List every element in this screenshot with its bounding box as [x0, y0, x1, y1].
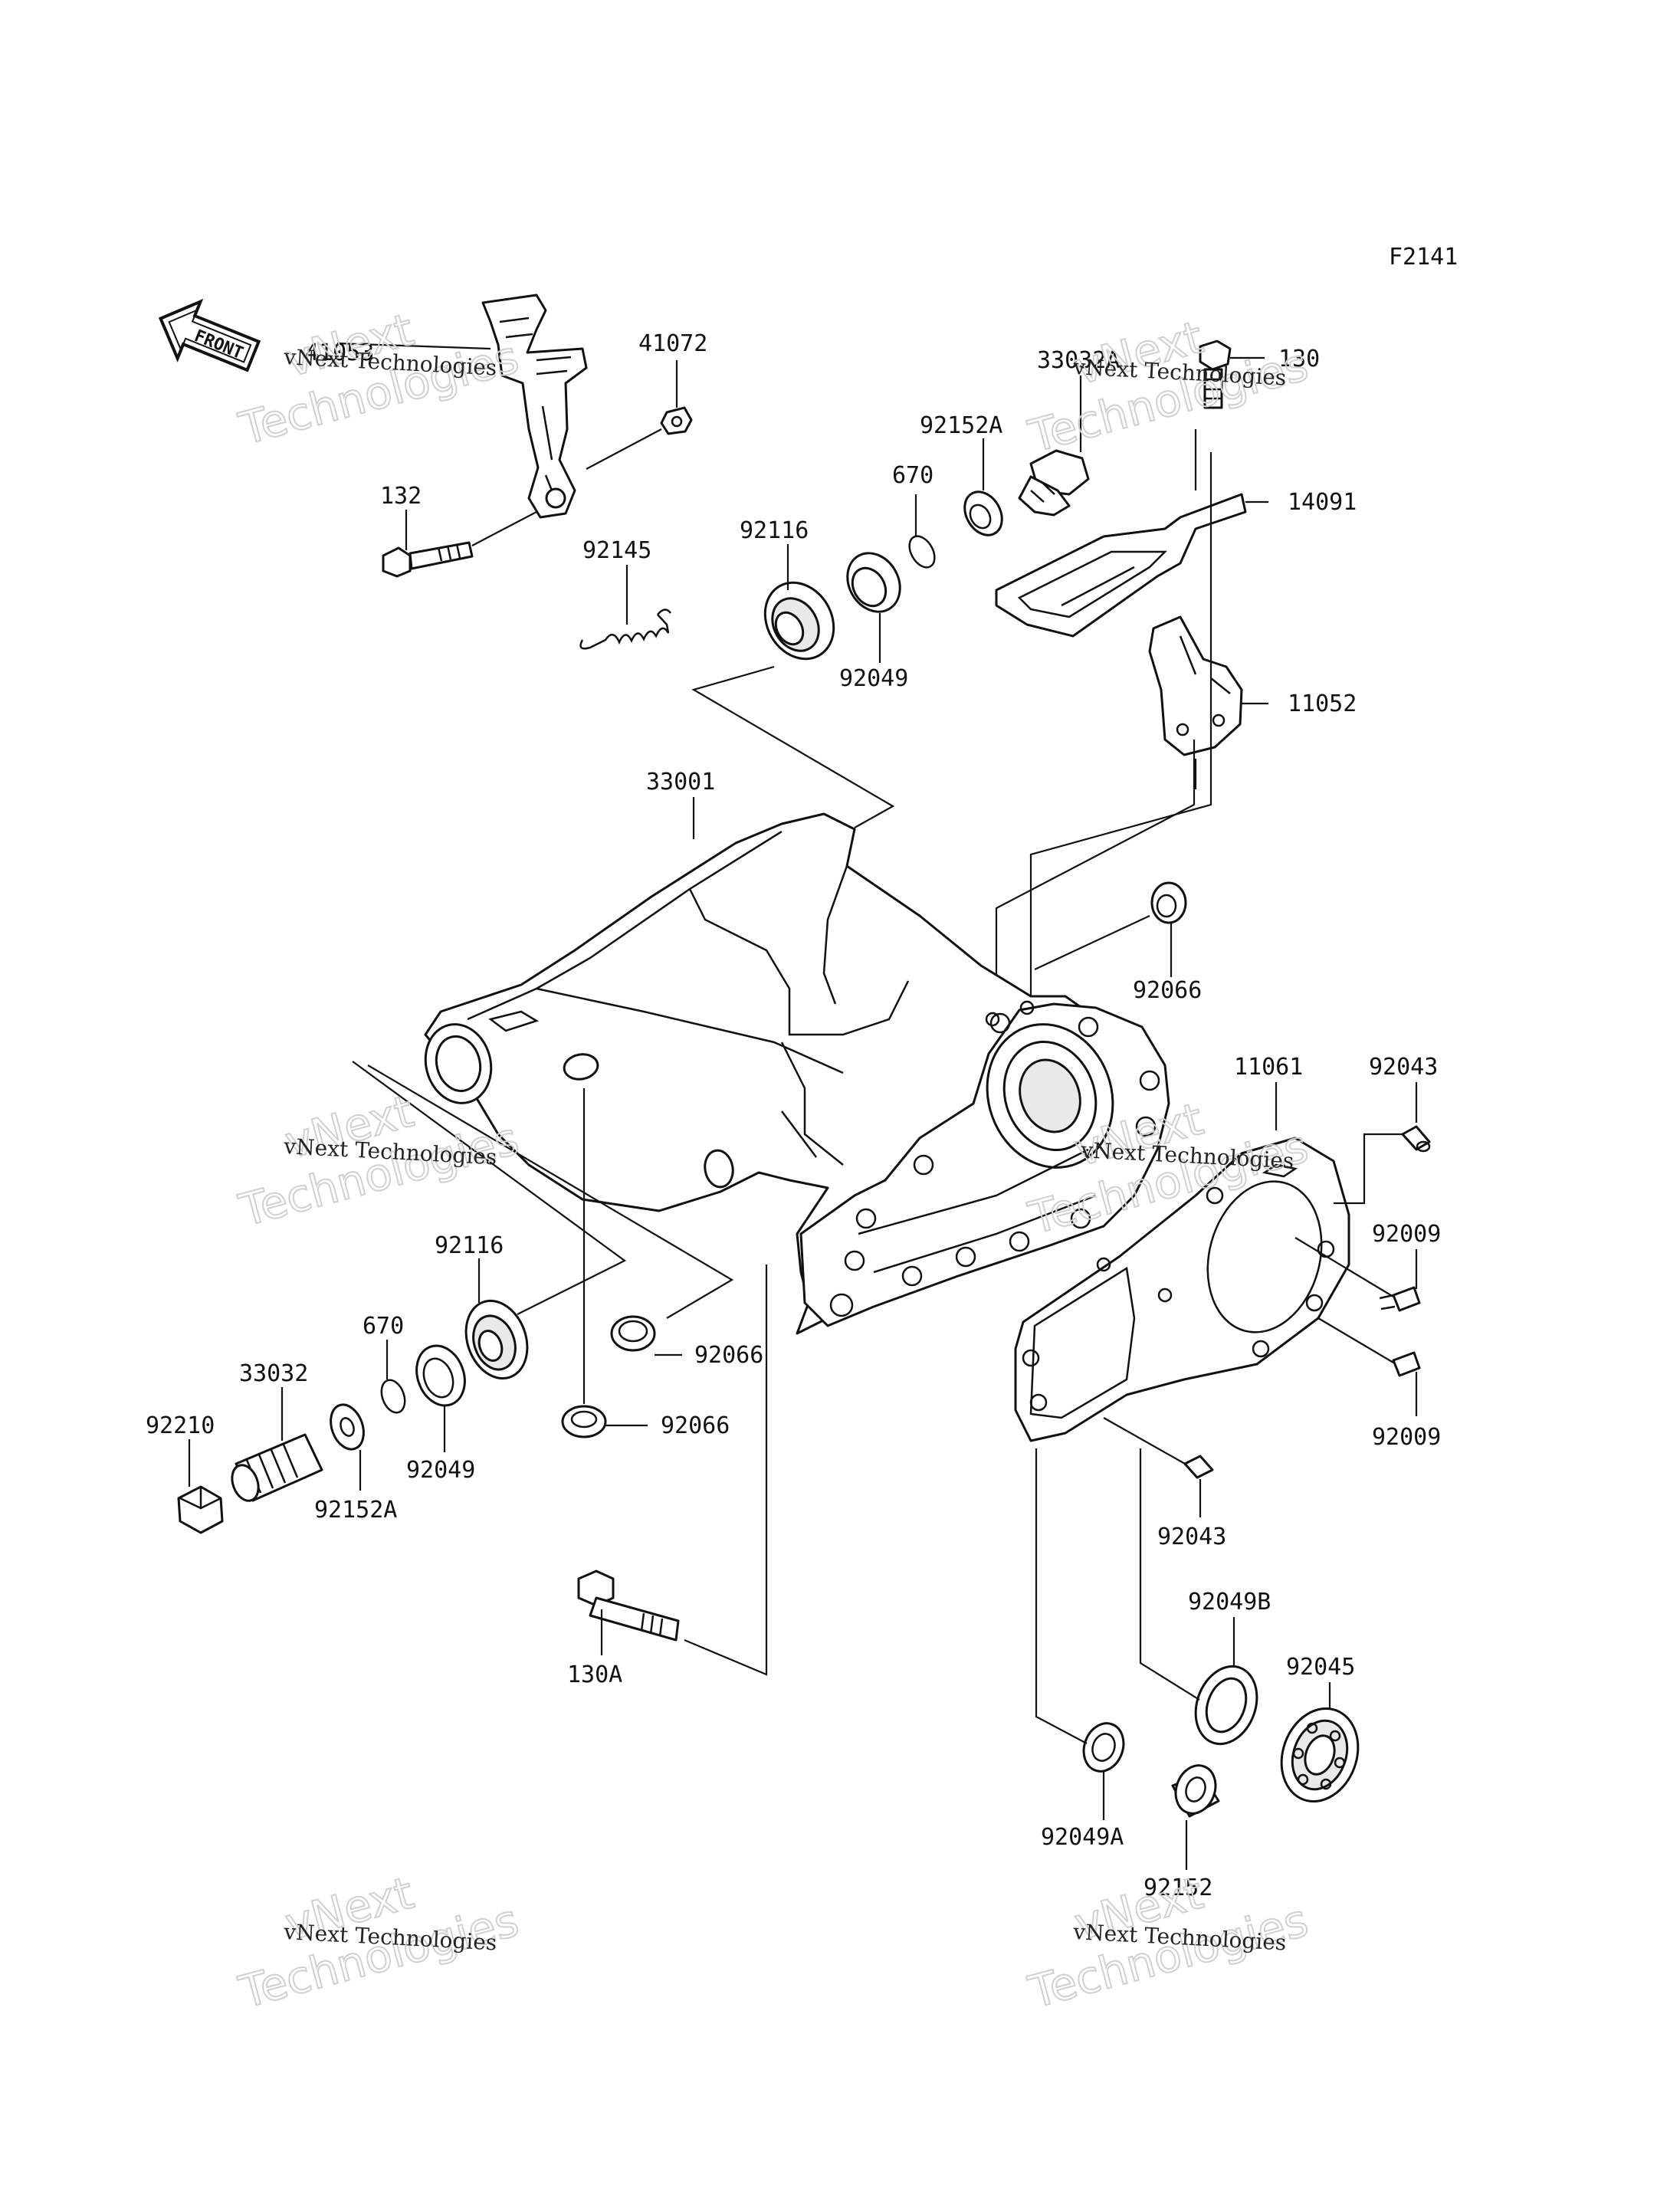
- bearing-92116-bottom: [464, 1299, 529, 1380]
- bolt-130: [1199, 339, 1232, 409]
- label-130A: 130A: [567, 1661, 622, 1688]
- nut-92210: [177, 1485, 224, 1534]
- leader-guard-to-housing: [1029, 452, 1212, 1008]
- spring-92145: [579, 608, 672, 650]
- bearing-92045: [1280, 1707, 1360, 1803]
- leader-housing-to-bearing-bottom: [352, 1061, 627, 1315]
- dowel-92043-top: [1401, 1125, 1431, 1153]
- seal-92049-top: [846, 552, 901, 613]
- bearing-92152: [1171, 1764, 1220, 1818]
- leader-41053: [336, 342, 491, 350]
- label-92049A: 92049A: [1041, 1824, 1124, 1851]
- label-92049B: 92049B: [1188, 1589, 1271, 1615]
- screw-92009-a: [1379, 1286, 1421, 1312]
- seal-92049A: [1082, 1722, 1125, 1773]
- leader-92009-b-b: [1317, 1317, 1394, 1363]
- leader-housing-to-plug-mid: [367, 1064, 734, 1319]
- label-670-bottom: 670: [363, 1313, 404, 1340]
- adjuster-33032: [231, 1433, 323, 1502]
- label-92145: 92145: [582, 537, 651, 564]
- label-33001: 33001: [646, 769, 715, 795]
- leader-92066-top-b: [1034, 915, 1150, 970]
- bolt-132: [382, 541, 474, 578]
- label-33032: 33032: [239, 1360, 308, 1387]
- figure-code: F2141: [1389, 244, 1458, 271]
- dowel-92043-bottom: [1183, 1455, 1214, 1479]
- label-92009-b: 92009: [1372, 1424, 1441, 1451]
- label-92152A-bottom: 92152A: [314, 1497, 397, 1524]
- guard-14091: [995, 493, 1247, 638]
- label-11052: 11052: [1288, 690, 1357, 717]
- leader-bracket-to-housing: [995, 740, 1196, 1012]
- washer-92152A-top: [963, 490, 1003, 536]
- label-92116-top: 92116: [740, 517, 809, 544]
- leader-41072-b: [586, 428, 662, 470]
- oring-670-bottom: [380, 1379, 406, 1414]
- leader-132-b: [471, 511, 537, 546]
- screw-92009-b: [1392, 1351, 1421, 1377]
- washer-92152A-bottom: [330, 1403, 365, 1451]
- leader-bearing-to-housing: [691, 665, 895, 828]
- label-92152: 92152: [1144, 1875, 1212, 1901]
- label-132: 132: [380, 483, 422, 510]
- leader-92043-bottom-a: [1103, 1417, 1186, 1465]
- bolt-130A: [577, 1570, 680, 1642]
- nut-41072: [660, 406, 693, 435]
- label-41072: 41072: [638, 330, 707, 357]
- label-92045: 92045: [1286, 1654, 1355, 1681]
- label-92210: 92210: [146, 1412, 215, 1439]
- leader-92049B-path: [1139, 1448, 1200, 1701]
- leader-housing-to-bolt-130A: [684, 1265, 768, 1676]
- leader-92049A-path: [1035, 1448, 1088, 1744]
- label-92043-bottom: 92043: [1157, 1524, 1226, 1550]
- plug-92066-mid: [610, 1315, 656, 1352]
- bracket-11052: [1148, 615, 1243, 756]
- label-670-top: 670: [892, 462, 934, 489]
- leader-92043-top-b: [1334, 1133, 1403, 1205]
- label-92049-bottom: 92049: [406, 1457, 475, 1484]
- label-92066-mid: 92066: [694, 1342, 763, 1369]
- label-11061: 11061: [1234, 1054, 1303, 1081]
- front-arrow-icon: FRONT: [158, 298, 261, 372]
- label-41053: 41053: [305, 339, 374, 366]
- plug-92066-top: [1150, 881, 1187, 924]
- label-14091: 14091: [1288, 489, 1357, 516]
- label-92043-top: 92043: [1369, 1054, 1438, 1081]
- label-92152A-top: 92152A: [920, 412, 1002, 439]
- swingarm-housing-33001: [424, 812, 1170, 1335]
- leader-92009-a-b: [1294, 1237, 1394, 1297]
- label-92066-top: 92066: [1133, 977, 1202, 1004]
- adjuster-33032A: [1018, 449, 1090, 517]
- label-130: 130: [1278, 346, 1320, 372]
- bearing-92116-top: [763, 581, 835, 661]
- oring-670-top: [908, 535, 936, 569]
- label-33032A: 33032A: [1037, 347, 1120, 374]
- seal-92049B: [1194, 1665, 1258, 1746]
- label-92116-bottom: 92116: [435, 1232, 504, 1259]
- label-92066-low: 92066: [661, 1412, 730, 1439]
- label-92009-a: 92009: [1372, 1221, 1441, 1248]
- brake-arm-41053: [481, 294, 588, 519]
- seal-92049-bottom: [415, 1344, 466, 1407]
- plug-92066-low: [561, 1405, 607, 1438]
- label-92049-top: 92049: [839, 665, 908, 692]
